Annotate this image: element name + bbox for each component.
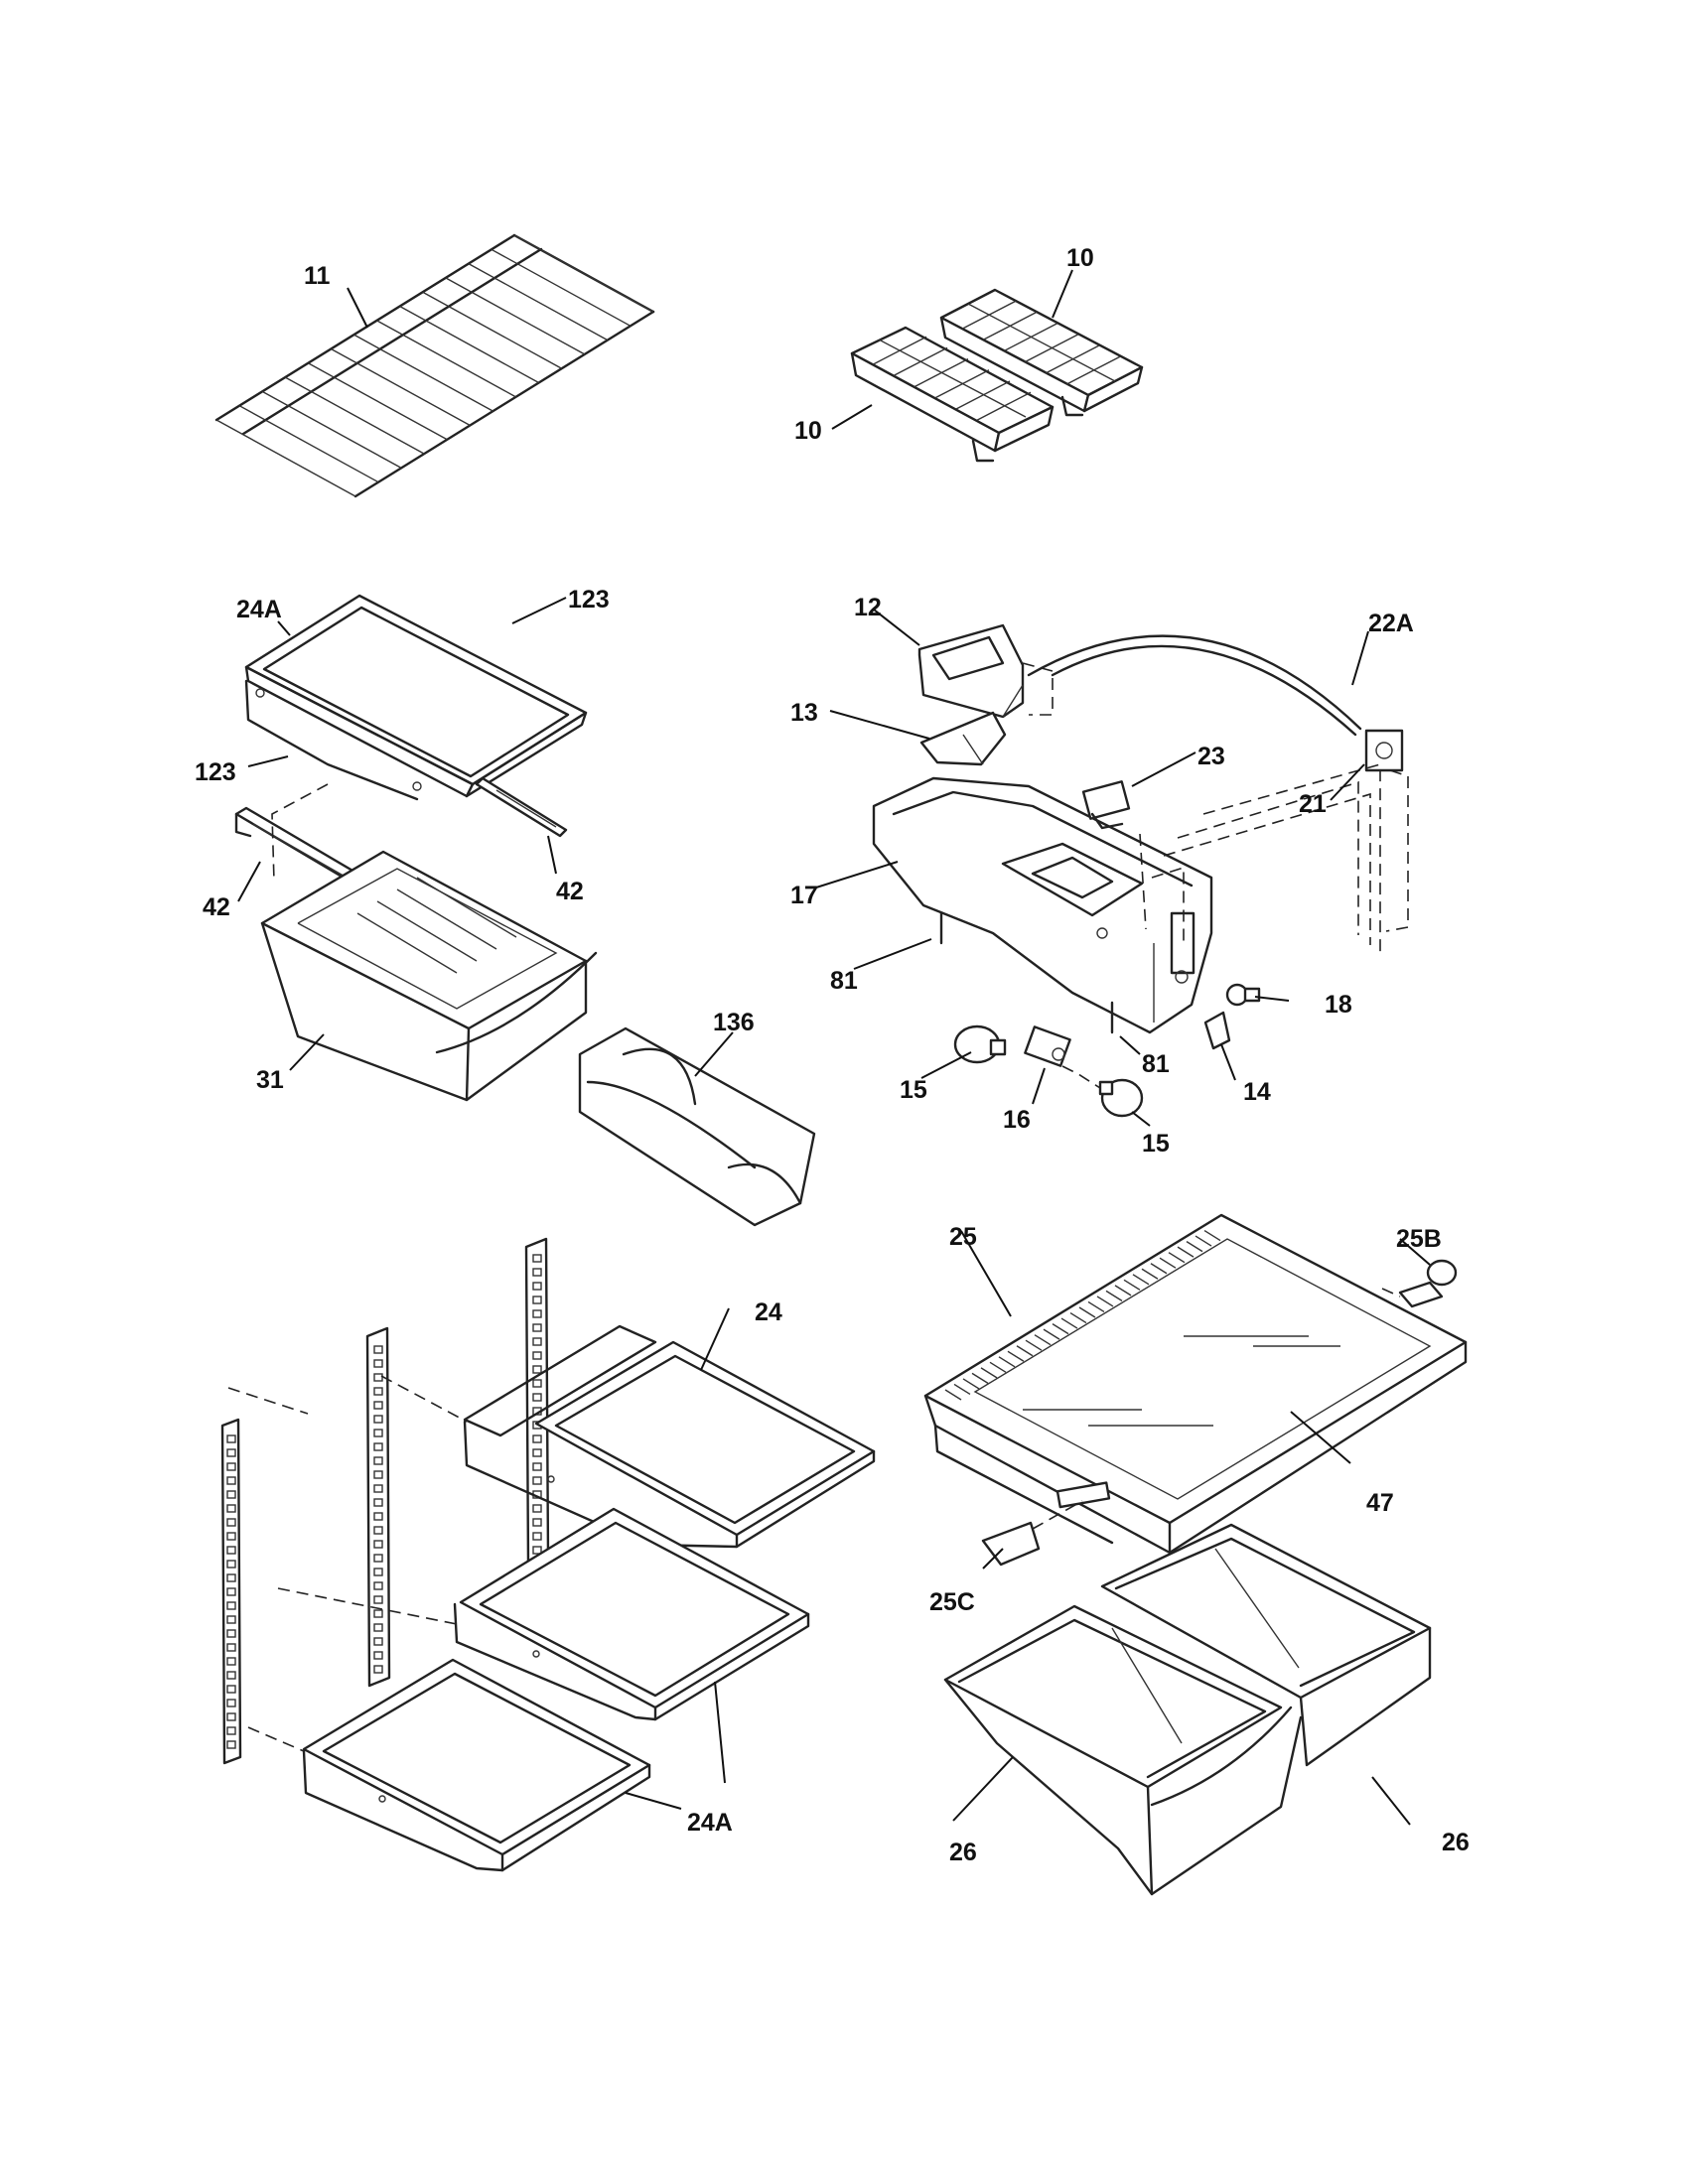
thermostat-21 [1364, 729, 1404, 772]
damper-13 [919, 711, 1007, 766]
leader-lines [237, 269, 1431, 1826]
switch-18 [1225, 983, 1261, 1007]
glass-shelf-24A-middle [453, 1507, 810, 1721]
callout-25: 25 [949, 1223, 977, 1251]
callout-25B: 25B [1396, 1225, 1442, 1253]
callout-14: 14 [1243, 1078, 1271, 1106]
crisper-cover-25 [923, 1213, 1468, 1555]
callout-25C: 25C [929, 1588, 975, 1616]
defrost-timer-23 [1081, 780, 1131, 830]
callout-24A: 24A [236, 596, 282, 623]
callout-23: 23 [1197, 743, 1225, 770]
ice-tray-10-back [939, 288, 1144, 417]
callout-15: 15 [900, 1076, 927, 1104]
callout-17: 17 [790, 882, 818, 909]
light-shield-12 [917, 623, 1025, 719]
callout-42: 42 [203, 893, 230, 921]
callout-123: 123 [568, 586, 610, 614]
callout-26: 26 [1442, 1829, 1470, 1856]
light-socket-16 [1024, 1025, 1071, 1067]
callout-81: 81 [830, 967, 858, 995]
light-bulb-15-right [1098, 1078, 1144, 1118]
callout-26: 26 [949, 1839, 977, 1866]
shelf-ladder-right [524, 1237, 550, 1569]
ice-tray-10-front [850, 326, 1055, 463]
callout-24A: 24A [687, 1809, 733, 1837]
switch-14 [1203, 1011, 1231, 1050]
crisper-drawer-26-front [943, 1604, 1303, 1896]
cover-support-25C [981, 1481, 1111, 1567]
callout-18: 18 [1325, 991, 1352, 1019]
cover-glass-47 [973, 1238, 1432, 1500]
callout-81: 81 [1142, 1050, 1170, 1078]
wire-shelf-11 [214, 233, 655, 498]
callout-11: 11 [304, 262, 331, 290]
shelf-ladder-middle [365, 1326, 391, 1688]
crisper-drawer-26-back [1100, 1523, 1432, 1767]
crisper-drawer-31 [260, 850, 598, 1102]
light-bulb-15-left [953, 1024, 1007, 1064]
callout-12: 12 [854, 594, 882, 621]
glass-shelf-24A-bottom [302, 1658, 651, 1872]
shelf-ladder-left [220, 1418, 242, 1765]
cover-support-25B [1398, 1259, 1458, 1308]
callout-15: 15 [1142, 1130, 1170, 1158]
egg-holder-136 [578, 1026, 816, 1227]
callout-47: 47 [1366, 1489, 1394, 1517]
callout-123: 123 [195, 758, 236, 786]
callout-22A: 22A [1368, 610, 1414, 637]
callout-21: 21 [1299, 790, 1327, 818]
callout-24: 24 [755, 1298, 782, 1326]
alignment-lines [227, 662, 1409, 1752]
callout-136: 136 [713, 1009, 755, 1036]
shelf-rail-42-right [475, 776, 568, 838]
callout-42: 42 [556, 878, 584, 905]
callout-13: 13 [790, 699, 818, 727]
wiring-harness-22A [1027, 634, 1362, 737]
glass-shelf-24A-top [244, 594, 588, 801]
callout-31: 31 [256, 1066, 284, 1094]
callout-10: 10 [1066, 244, 1094, 272]
callout-labels: 11 10 10 24A 123 123 42 42 31 136 12 13 … [195, 244, 1470, 1866]
callout-10: 10 [794, 417, 822, 445]
control-housing-17 [872, 776, 1213, 1034]
callout-16: 16 [1003, 1106, 1031, 1134]
